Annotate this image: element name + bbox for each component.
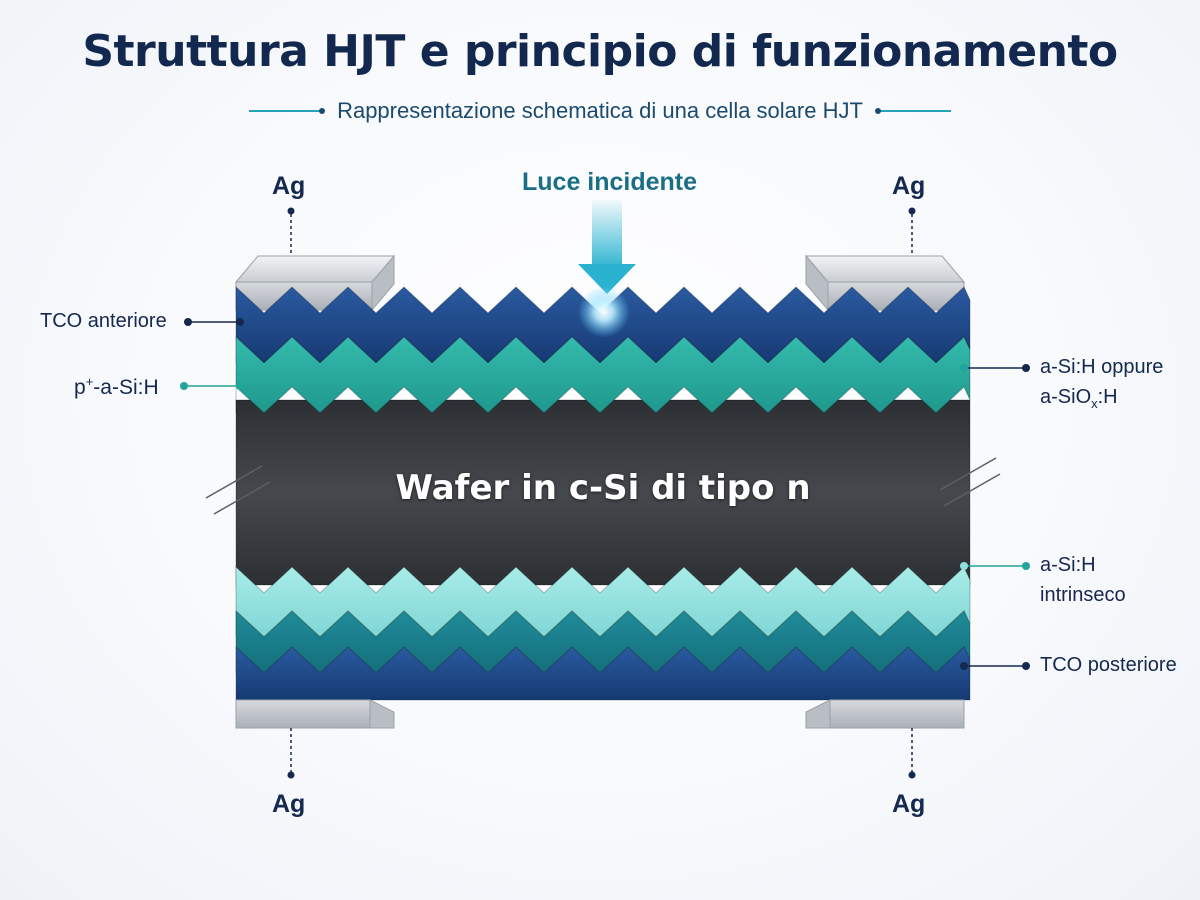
leader-dots — [180, 207, 1030, 779]
cut-mark-right — [939, 457, 1001, 507]
ag-label-bottom-right: Ag — [892, 790, 926, 818]
ag-label-top-left: Ag — [272, 172, 306, 200]
leader-lines — [190, 214, 1024, 772]
wafer-label: Wafer in c-Si di tipo n — [395, 468, 811, 508]
p-layer-label: p+-a-Si:H — [74, 374, 159, 399]
front-passivation-label-line2: a-SiOx:H — [1040, 386, 1118, 411]
cut-mark-left — [205, 465, 271, 515]
cell-layers — [235, 285, 971, 701]
subtitle-row: Rappresentazione schematica di una cella… — [0, 96, 1200, 126]
tco-rear-label: TCO posteriore — [1040, 654, 1177, 676]
incident-light-arrow — [578, 200, 636, 338]
leader-lines-teal — [186, 385, 1024, 567]
tco-front-label: TCO anteriore — [40, 310, 167, 332]
front-passivation-label-line1: a-Si:H oppure — [1040, 356, 1164, 378]
decorative-line-right — [874, 108, 951, 114]
decorative-line-left — [249, 108, 326, 114]
ag-label-top-right: Ag — [892, 172, 926, 200]
subtitle: Rappresentazione schematica di una cella… — [337, 98, 863, 123]
ag-contact-bottom-left — [235, 699, 395, 729]
intrinsic-label-line1: a-Si:H — [1040, 554, 1096, 576]
ag-contact-top-right — [804, 254, 966, 312]
ag-contact-top-left — [234, 254, 396, 312]
page-title: Struttura HJT e principio di funzionamen… — [82, 26, 1118, 77]
p-layer — [235, 335, 971, 414]
tco-rear-layer — [235, 645, 971, 701]
intrinsic-label-line2: intrinseco — [1040, 584, 1126, 606]
ag-label-bottom-left: Ag — [272, 790, 306, 818]
ag-contact-bottom-right — [805, 699, 965, 729]
incident-light-label: Luce incidente — [522, 168, 698, 196]
